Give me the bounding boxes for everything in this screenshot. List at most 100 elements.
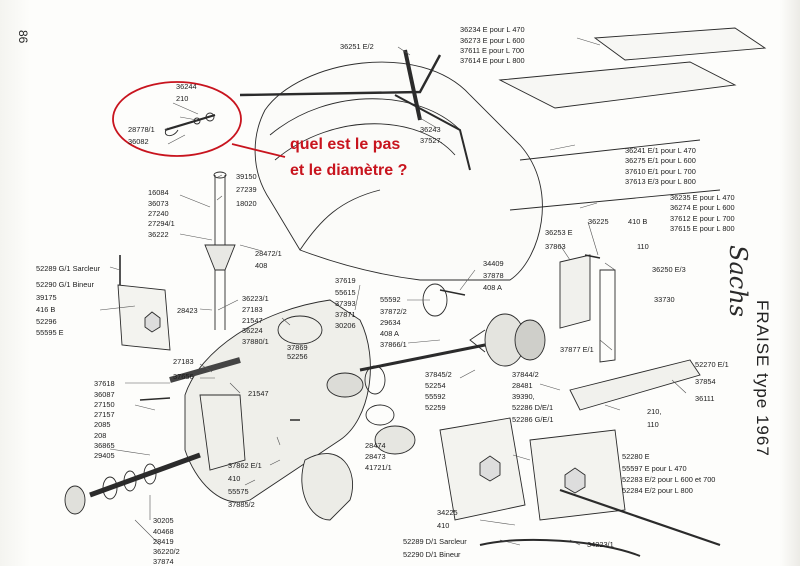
gearbox-housing [184, 299, 371, 503]
part-label-37619: 37619 [335, 276, 356, 285]
part-label-37618: 37618 [94, 379, 115, 388]
part-label-28423: 28423 [177, 306, 198, 315]
part-label-39150: 39150 [236, 172, 257, 181]
hood-cover [254, 61, 543, 281]
part-label-30206: 30206 [335, 321, 356, 330]
part-label-36223: 36223/1 [242, 294, 269, 303]
part-label-52290d: 52290 D/1 Bineur [403, 550, 461, 559]
part-label-55597: 55597 E pour L 470 [622, 464, 687, 473]
part-label-37869: 37869 [287, 343, 308, 352]
part-label-52296: 52296 [36, 317, 57, 326]
part-label-408a2: 408 A [483, 283, 502, 292]
part-label-55592b: 55592 [425, 392, 446, 401]
part-label-410c: 410 [437, 521, 450, 530]
circled-pin [164, 113, 216, 132]
part-label-27150: 27150 [94, 400, 115, 409]
part-label-37874: 37874 [153, 557, 174, 566]
part-label-27183a: 27183 [242, 305, 263, 314]
part-label-55595: 55595 E [36, 328, 64, 337]
part-label-37866: 37866/1 [380, 340, 407, 349]
part-label-41721: 41721/1 [365, 463, 392, 472]
part-label-39175: 39175 [36, 293, 57, 302]
part-label-36243: 36243 [420, 125, 441, 134]
part-label-410: 410 [228, 474, 241, 483]
part-label-18020: 18020 [236, 199, 257, 208]
part-label-36274: 36274 E pour L 600 [670, 203, 735, 212]
part-label-52256: 52256 [287, 352, 308, 361]
part-label-34225: 34225 [437, 508, 458, 517]
part-label-110: 110 [637, 242, 649, 251]
part-label-36235: 36235 E pour L 470 [670, 193, 735, 202]
part-label-34223: 34223/1 [587, 540, 614, 549]
part-label-37880: 37880/1 [242, 337, 269, 346]
part-label-36234: 36234 E pour L 470 [460, 25, 525, 34]
part-label-27294: 27294/1 [148, 219, 175, 228]
part-label-408a3: 408 A [380, 329, 399, 338]
part-label-30205: 30205 [153, 516, 174, 525]
part-label-36253: 36253 E [545, 228, 573, 237]
part-label-36073: 36073 [148, 199, 169, 208]
part-label-37885: 37885/2 [228, 500, 255, 509]
part-label-34409: 34409 [483, 259, 504, 268]
part-label-52289g: 52289 G/1 Sarcleur [36, 264, 101, 273]
part-label-36251: 36251 E/2 [340, 42, 374, 51]
part-label-37863: 37863 [545, 242, 566, 251]
part-label-29634: 29634 [380, 318, 401, 327]
part-label-37844: 37844/2 [512, 370, 539, 379]
annotation-circle [112, 81, 242, 157]
part-label-37872: 37872/2 [380, 307, 407, 316]
part-label-52254: 52254 [425, 381, 446, 390]
part-label-28472: 28472/1 [255, 249, 282, 258]
part-label-416b: 416 B [36, 305, 56, 314]
left-axle [89, 452, 201, 498]
part-label-36275: 36275 E/1 pour L 600 [625, 156, 696, 165]
part-label-210: 210 [176, 94, 189, 103]
annotation-line-2: et le diamètre ? [290, 162, 408, 179]
part-label-39390: 39390, [512, 392, 535, 401]
part-label-2085: 2085 [94, 420, 111, 429]
part-label-37393: 37393 [335, 299, 356, 308]
part-label-28778: 28778/1 [128, 125, 155, 134]
part-label-37877: 37877 E/1 [560, 345, 594, 354]
annotation-question: quel est le pas et le diamètre ? [290, 132, 407, 184]
part-label-36111: 36111 [695, 394, 715, 403]
part-label-36225: 36225 [588, 217, 609, 226]
page-title: FRAISE type 1967 [753, 300, 772, 457]
part-label-27157: 27157 [94, 410, 115, 419]
part-label-36220: 36220/2 [153, 547, 180, 556]
top-rod [239, 54, 442, 97]
part-label-28473: 28473 [365, 452, 386, 461]
part-label-27240: 27240 [148, 209, 169, 218]
part-label-37611: 37611 E pour L 700 [460, 46, 525, 55]
part-label-27183b: 27183 [173, 357, 194, 366]
part-label-52284: 52284 E/2 pour L 800 [622, 486, 693, 495]
part-label-210b: 210, [647, 407, 662, 416]
part-label-21547a: 21547 [242, 316, 263, 325]
part-label-33730: 33730 [654, 295, 675, 304]
part-label-36224: 36224 [242, 326, 263, 335]
part-label-37527: 37527. [420, 136, 443, 145]
part-label-37845: 37845/2 [425, 370, 452, 379]
part-label-36241: 36241 E/1 pour L 470 [625, 146, 696, 155]
part-label-40468: 40468 [153, 527, 174, 536]
part-label-52289d: 52289 D/1 Sarcleur [403, 537, 467, 546]
part-label-110b: 110 [647, 420, 659, 429]
part-label-37614: 37614 E pour L 800 [460, 56, 525, 65]
annotation-arrow [231, 143, 286, 158]
annotation-line-1: quel est le pas [290, 136, 401, 153]
part-label-37656: 37656 [173, 372, 194, 381]
part-label-410b: 410 B [628, 217, 648, 226]
part-label-28481: 28481 [512, 381, 533, 390]
part-label-36082: 36082 [128, 137, 149, 146]
part-label-37615: 37615 E pour L 800 [670, 224, 735, 233]
part-label-37878: 37878 [483, 271, 504, 280]
part-label-36273: 36273 E pour L 600 [460, 36, 525, 45]
part-label-52286g: 52286 G/E/1 [512, 415, 554, 424]
part-label-37610: 37610 E/1 pour L 700 [625, 167, 696, 176]
left-plate [117, 284, 171, 351]
part-label-37854: 37854 [695, 377, 716, 386]
part-label-37862: 37862 E/1 [228, 461, 262, 470]
part-label-55575: 55575 [228, 487, 249, 496]
